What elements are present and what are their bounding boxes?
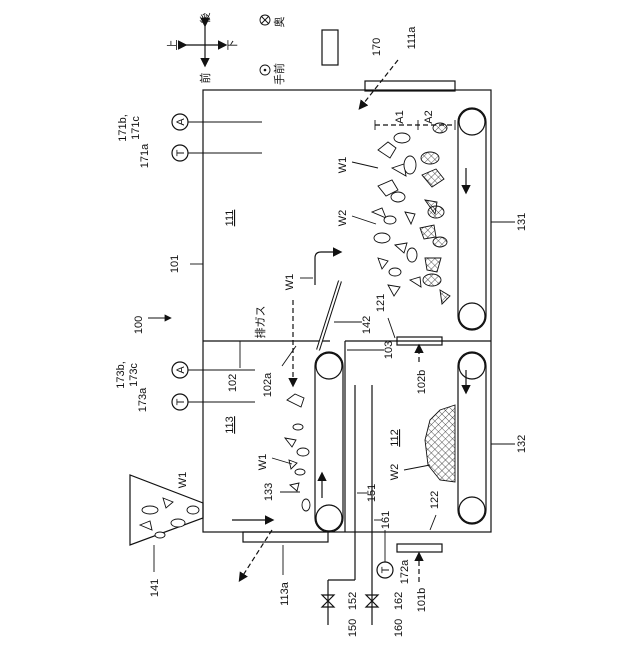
label-171a: 171a xyxy=(139,143,151,168)
label-171b: 171b, xyxy=(117,114,129,142)
label-113: 113 xyxy=(224,416,236,434)
sensor-t-111: T xyxy=(175,149,187,156)
label-142: 142 xyxy=(361,316,373,334)
sensor-t-172-label: T xyxy=(380,566,392,573)
label-a1: A1 xyxy=(394,110,406,123)
compass-down-label: 下 xyxy=(227,40,239,51)
label-101: 101 xyxy=(169,255,181,273)
label-150: 150 xyxy=(347,619,359,637)
opening-113a xyxy=(243,532,328,542)
laser-irradiator-170 xyxy=(322,30,338,65)
sensor-t-113: T xyxy=(175,398,187,405)
pipe-160 xyxy=(366,385,378,625)
conveyor-133 xyxy=(315,352,343,532)
label-173c: 173c xyxy=(128,363,140,387)
label-141: 141 xyxy=(149,579,161,597)
label-w1-113: W1 xyxy=(257,454,269,471)
label-171c: 171c xyxy=(130,116,142,140)
label-a2: A2 xyxy=(423,110,435,123)
label-162: 162 xyxy=(393,592,405,610)
sensors-chamber-113: A T xyxy=(172,362,255,410)
label-111a: 111a xyxy=(406,26,418,50)
label-102: 102 xyxy=(227,374,239,392)
label-102a: 102a xyxy=(262,372,274,397)
label-122: 122 xyxy=(429,491,441,509)
compass-back-label: 後 xyxy=(198,13,212,24)
label-113a: 113a xyxy=(279,581,291,606)
pile-w2-chamber-112 xyxy=(425,405,455,482)
label-w1-111: W1 xyxy=(337,157,349,174)
label-152: 152 xyxy=(347,592,359,610)
label-112: 112 xyxy=(389,429,401,447)
label-170: 170 xyxy=(371,38,383,56)
label-111: 111 xyxy=(224,210,236,227)
objects-w2-chamber-111 xyxy=(420,123,450,304)
label-102b: 102b xyxy=(416,370,428,394)
label-100: 100 xyxy=(133,316,145,334)
depth-symbols: 奥 手前 xyxy=(260,15,286,85)
objects-w1-chamber-111 xyxy=(372,133,421,296)
label-w2-111: W2 xyxy=(337,210,349,227)
sensor-a-111: A xyxy=(175,118,187,126)
label-173a: 173a xyxy=(137,387,149,412)
exhaust-gas-label: 排ガス xyxy=(253,306,267,339)
label-w2-112: W2 xyxy=(389,464,401,481)
direction-compass: 上 下 後 前 xyxy=(166,13,239,84)
conveyor-132 xyxy=(458,352,486,524)
label-w1-flow: W1 xyxy=(284,274,296,291)
depth-front-label: 手前 xyxy=(272,63,286,85)
compass-front-label: 前 xyxy=(198,73,212,84)
depth-back-label: 奥 xyxy=(272,17,286,28)
label-w1-hopper: W1 xyxy=(177,472,189,489)
sensor-a-113: A xyxy=(175,366,187,374)
label-101b: 101b xyxy=(416,588,428,612)
objects-w1-chamber-113 xyxy=(285,394,310,511)
label-160: 160 xyxy=(393,619,405,637)
label-131: 131 xyxy=(516,213,528,231)
label-173b: 173b, xyxy=(115,361,127,389)
sensors-chamber-111: A T xyxy=(172,114,262,161)
conveyor-131 xyxy=(458,108,486,330)
label-121: 121 xyxy=(375,294,387,312)
label-103: 103 xyxy=(383,341,395,359)
compass-up-label: 上 xyxy=(166,40,179,51)
opening-101b xyxy=(397,544,442,552)
hopper-141 xyxy=(130,475,203,545)
label-132: 132 xyxy=(516,435,528,453)
label-133: 133 xyxy=(263,483,275,501)
label-172a: 172a xyxy=(399,559,411,584)
